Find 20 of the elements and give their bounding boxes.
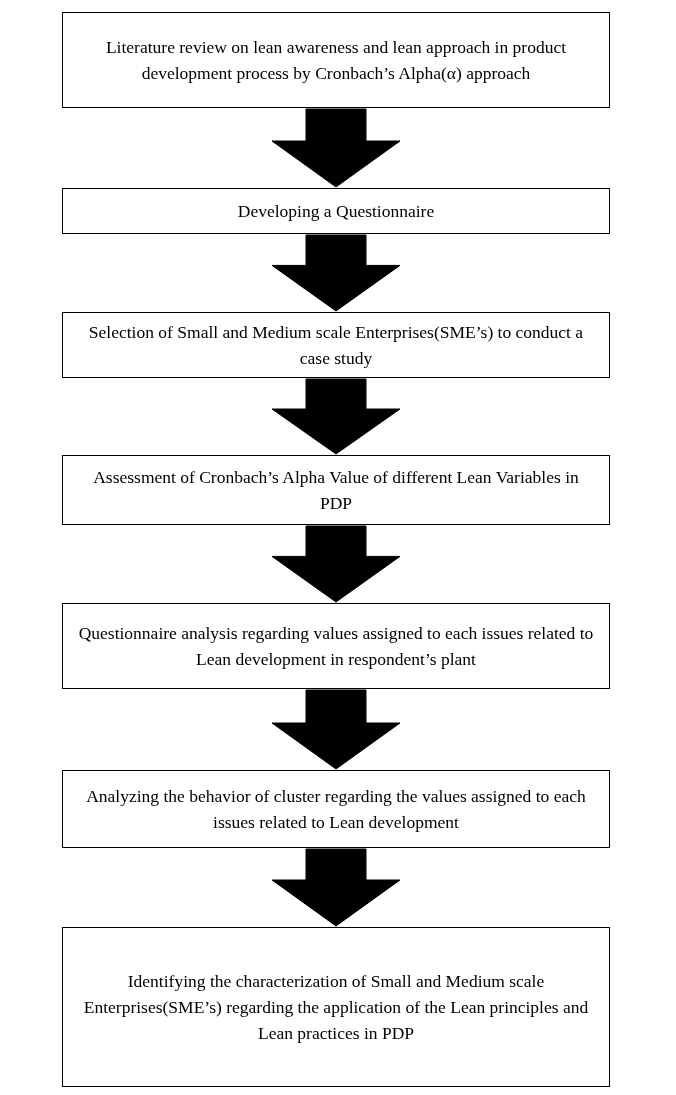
process-box <box>62 603 610 689</box>
block-arrow <box>271 525 401 603</box>
process-box <box>62 188 610 234</box>
process-box <box>62 455 610 525</box>
process-box <box>62 927 610 1087</box>
step-text: Developing a Questionnaire <box>237 199 435 223</box>
process-box <box>62 12 610 108</box>
block-arrow <box>271 108 401 188</box>
process-box <box>62 770 610 848</box>
step-text: Questionnaire analysis regarding values assigned to each issues related to Lean development in respondent’s plant <box>77 621 595 671</box>
block-arrow <box>271 234 401 312</box>
process-box <box>62 312 610 378</box>
step-text: Assessment of Cronbach’s Alpha Value of different Lean Variables in PDP <box>92 465 580 515</box>
step-text: Identifying the characterization of Small and Medium scale Enterprises(SME’s) regarding the application of the Lean principles and Lean practices in PDP <box>82 969 590 1046</box>
block-arrow <box>271 378 401 455</box>
step-text: Literature review on lean awareness and lean approach in product development process by Cronbach’s Alpha(α) approach <box>104 35 568 85</box>
block-arrow <box>271 848 401 927</box>
step-text: Selection of Small and Medium scale Enterprises(SME’s) to conduct a case study <box>87 320 585 370</box>
block-arrow <box>271 689 401 770</box>
step-text: Analyzing the behavior of cluster regarding the values assigned to each issues related to Lean development <box>85 784 587 834</box>
